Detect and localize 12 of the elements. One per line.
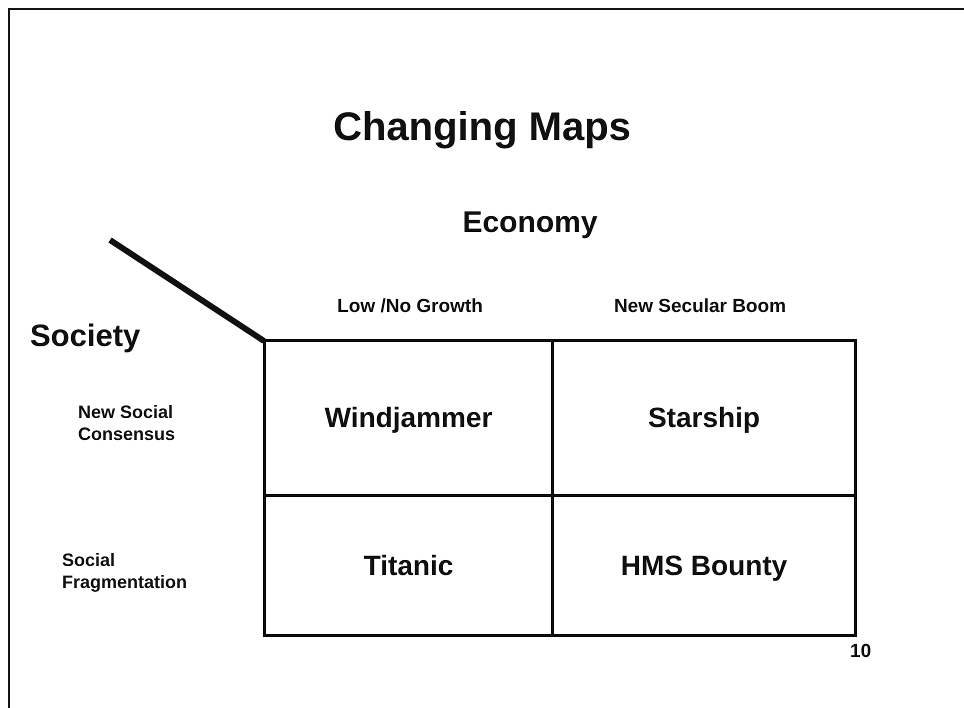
axis-title: Economy (461, 206, 599, 240)
column-header: Low /No Growth (336, 296, 484, 318)
axis-title: Society (30, 318, 142, 354)
table-cell: Starship (551, 339, 857, 497)
page-number: 10 (850, 641, 872, 663)
table-cell: Titanic (263, 494, 554, 637)
table-cell: Windjammer (263, 339, 554, 497)
table-cell: HMS Bounty (551, 494, 857, 637)
column-header: New Secular Boom (612, 296, 788, 318)
title: Changing Maps (332, 105, 632, 150)
row-header: Social Fragmentation (62, 549, 188, 593)
row-header: New Social Consensus (78, 401, 176, 445)
